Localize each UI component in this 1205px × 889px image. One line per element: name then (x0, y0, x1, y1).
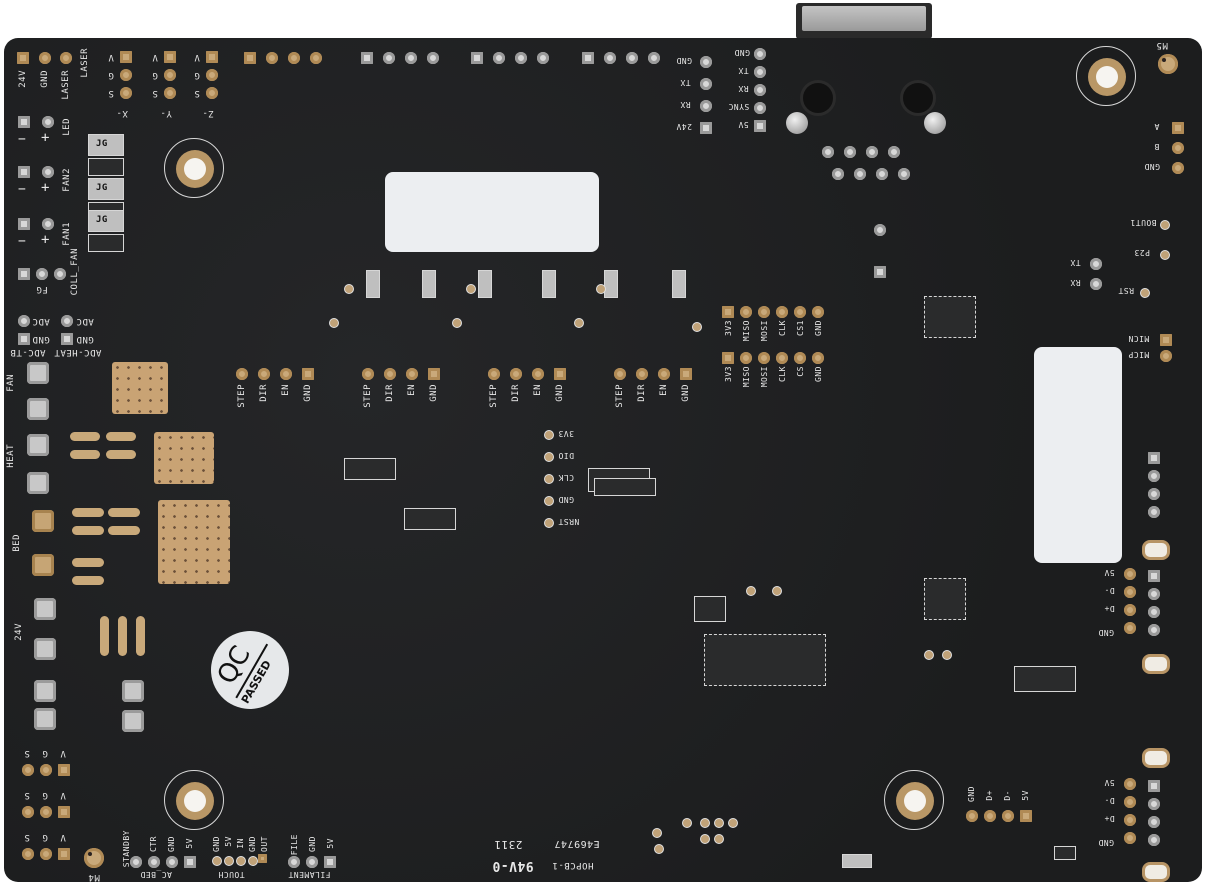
usb-connector-top (796, 3, 932, 39)
mount-hole-bottom-center (884, 770, 944, 830)
mount-m4-pad (84, 848, 104, 868)
touch-label: TOUCH (218, 870, 245, 879)
pcb-model: HOPCB-1 (552, 860, 594, 870)
mount-slot (1142, 540, 1170, 560)
mount-slot (1142, 862, 1170, 882)
mount-slot (1142, 654, 1170, 674)
mount-hole-top-left (164, 138, 224, 198)
blank-label-sticker (385, 172, 599, 252)
qc-passed-sticker: QC PASSED (196, 616, 304, 724)
mount-hole-top-right (1076, 46, 1136, 106)
copper-pad-1 (112, 362, 168, 414)
mount-hole-bottom-left (164, 770, 224, 830)
endstop-z-label: Z- (202, 108, 214, 118)
endstop-y-label: Y- (160, 108, 172, 118)
pin-gnd-label: GND (40, 70, 50, 88)
pcb-board: 24V GND LASER LASER V G S X- V G S Y- V … (4, 38, 1202, 882)
filament-label: FILAMENT (288, 870, 331, 879)
mount-slot (1142, 748, 1170, 768)
flammability-rating: 94V-0 (492, 858, 534, 873)
laser-title: LASER (80, 48, 90, 78)
file-number: E469747 (554, 838, 600, 849)
ac-bed-label: AC_BED (140, 870, 172, 879)
copper-pad-2 (154, 432, 214, 484)
mount-m5-pad (1158, 54, 1178, 74)
copper-pad-3 (158, 500, 230, 584)
date-code: 2311 (494, 838, 523, 851)
pin-laser-label: LASER (61, 70, 71, 100)
blank-label-sticker-right (1034, 347, 1122, 563)
pin-24v-label: 24V (18, 70, 28, 88)
mount-m4-label: M4 (88, 872, 100, 882)
endstop-x-label: X- (116, 108, 128, 118)
mount-m5-label: M5 (1156, 40, 1168, 50)
